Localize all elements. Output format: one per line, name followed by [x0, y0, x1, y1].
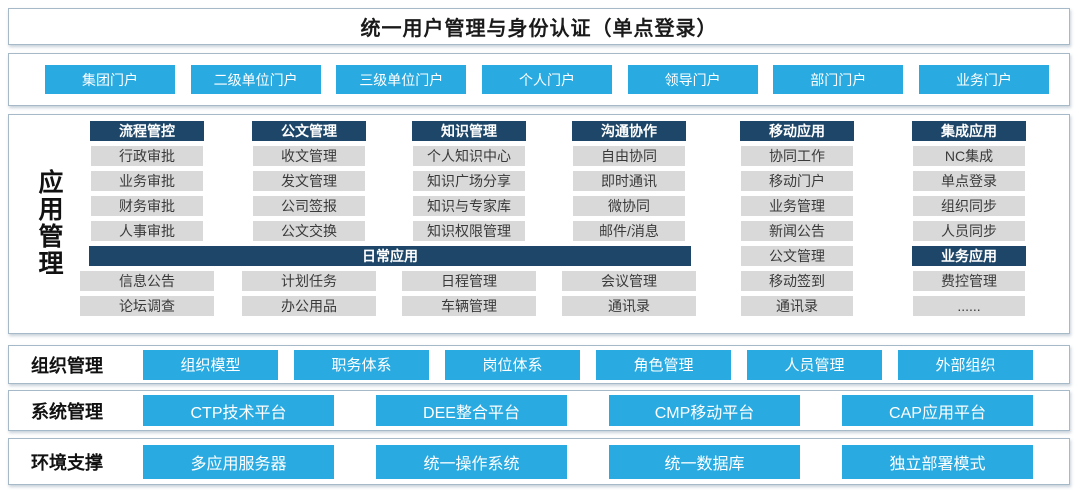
app-item: 通讯录 [741, 296, 853, 316]
app-grid: 流程管控 公文管理 知识管理 沟通协作 移动应用 集成应用 行政审批 收文管理 … [65, 121, 1053, 316]
portal-box-secondary-unit: 二级单位门户 [190, 65, 321, 94]
app-item: 公文管理 [741, 246, 853, 266]
portal-box-business: 业务门户 [918, 65, 1049, 94]
app-item: 协同工作 [741, 146, 853, 166]
app-item: 车辆管理 [402, 296, 536, 316]
app-item: 业务审批 [91, 171, 203, 191]
app-item: NC集成 [913, 146, 1025, 166]
environment-box: 统一数据库 [609, 444, 800, 479]
app-management-panel: 应用管理 流程管控 公文管理 知识管理 沟通协作 移动应用 集成应用 行政审批 … [8, 114, 1070, 334]
platform-boxes: CTP技术平台 DEE整合平台 CMP移动平台 CAP应用平台 [143, 395, 1033, 426]
app-item: 单点登录 [913, 171, 1025, 191]
app-item: 办公用品 [242, 296, 376, 316]
org-boxes: 组织模型 职务体系 岗位体系 角色管理 人员管理 外部组织 [143, 349, 1033, 380]
app-item: 知识广场分享 [413, 171, 525, 191]
portal-box-group: 集团门户 [45, 65, 175, 94]
app-item: 个人知识中心 [413, 146, 525, 166]
app-column-header: 公文管理 [252, 121, 366, 141]
app-item: 费控管理 [913, 271, 1025, 291]
daily-apps-banner: 日常应用 [89, 246, 691, 266]
app-item: 邮件/消息 [573, 221, 685, 241]
app-item: ...... [913, 296, 1025, 316]
org-box: 人员管理 [747, 349, 882, 380]
app-item: 知识权限管理 [413, 221, 525, 241]
app-column-header: 移动应用 [740, 121, 854, 141]
app-item: 移动门户 [741, 171, 853, 191]
environment-support-panel: 环境支撑 多应用服务器 统一操作系统 统一数据库 独立部署模式 [8, 438, 1070, 485]
app-item: 微协同 [573, 196, 685, 216]
portal-box-leader: 领导门户 [627, 65, 758, 94]
app-item: 人事审批 [91, 221, 203, 241]
app-column-header: 知识管理 [412, 121, 526, 141]
org-management-panel: 组织管理 组织模型 职务体系 岗位体系 角色管理 人员管理 外部组织 [8, 345, 1070, 384]
org-box: 职务体系 [294, 349, 429, 380]
app-item: 通讯录 [562, 296, 696, 316]
app-item: 人员同步 [913, 221, 1025, 241]
page-title: 统一用户管理与身份认证（单点登录） [360, 18, 718, 40]
app-item: 新闻公告 [741, 221, 853, 241]
app-column-header: 集成应用 [912, 121, 1026, 141]
portal-box-personal: 个人门户 [481, 65, 612, 94]
portal-box-tertiary-unit: 三级单位门户 [336, 65, 467, 94]
platform-box: CTP技术平台 [143, 395, 334, 426]
section-label: 环境支撑 [31, 452, 103, 473]
app-item: 公司签报 [253, 196, 365, 216]
environment-box: 独立部署模式 [842, 444, 1033, 479]
app-item: 组织同步 [913, 196, 1025, 216]
platform-box: CMP移动平台 [609, 395, 800, 426]
app-section-label: 应用管理 [38, 169, 64, 278]
app-item: 财务审批 [91, 196, 203, 216]
app-item: 收文管理 [253, 146, 365, 166]
system-management-panel: 系统管理 CTP技术平台 DEE整合平台 CMP移动平台 CAP应用平台 [8, 390, 1070, 431]
platform-box: CAP应用平台 [842, 395, 1033, 426]
app-item: 论坛调查 [80, 296, 214, 316]
platform-box: DEE整合平台 [376, 395, 567, 426]
app-item: 自由协同 [573, 146, 685, 166]
app-item: 业务管理 [741, 196, 853, 216]
org-box: 外部组织 [898, 349, 1033, 380]
app-item: 计划任务 [242, 271, 376, 291]
app-item: 知识与专家库 [413, 196, 525, 216]
app-item: 信息公告 [80, 271, 214, 291]
app-item: 移动签到 [741, 271, 853, 291]
app-item: 即时通讯 [573, 171, 685, 191]
org-box: 组织模型 [143, 349, 278, 380]
app-column-header: 沟通协作 [572, 121, 686, 141]
section-label: 系统管理 [31, 401, 103, 422]
app-item: 发文管理 [253, 171, 365, 191]
app-item: 日程管理 [402, 271, 536, 291]
portal-box-department: 部门门户 [773, 65, 904, 94]
section-label: 组织管理 [31, 355, 103, 376]
app-item: 公文交换 [253, 221, 365, 241]
app-item: 会议管理 [562, 271, 696, 291]
business-apps-header: 业务应用 [912, 246, 1026, 266]
org-box: 岗位体系 [445, 349, 580, 380]
environment-boxes: 多应用服务器 统一操作系统 统一数据库 独立部署模式 [143, 444, 1033, 479]
environment-box: 统一操作系统 [376, 444, 567, 479]
portal-panel: 集团门户 二级单位门户 三级单位门户 个人门户 领导门户 部门门户 业务门户 [8, 53, 1070, 106]
app-item: 行政审批 [91, 146, 203, 166]
app-column-header: 流程管控 [90, 121, 204, 141]
org-box: 角色管理 [596, 349, 731, 380]
title-panel: 统一用户管理与身份认证（单点登录） [8, 8, 1070, 45]
environment-box: 多应用服务器 [143, 444, 334, 479]
